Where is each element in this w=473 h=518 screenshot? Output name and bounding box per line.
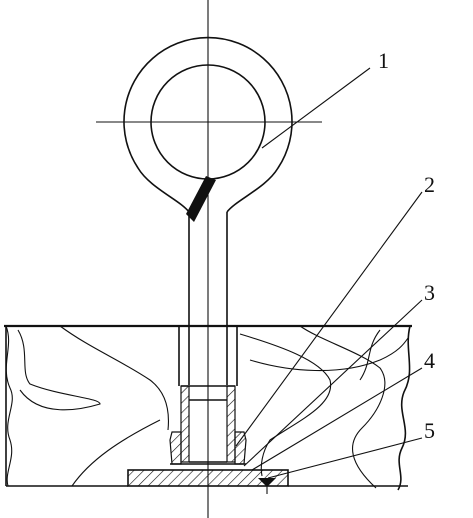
callout-label-3: 3 [424, 280, 435, 305]
leader-3 [243, 299, 423, 467]
threaded-bushing [180, 385, 236, 463]
leader-1 [261, 67, 371, 149]
callout-label-2: 2 [424, 172, 435, 197]
weld-seam [186, 176, 216, 222]
leader-4 [251, 367, 423, 471]
callout-label-1: 1 [378, 48, 389, 73]
bottom-plate [127, 469, 289, 487]
base-body [4, 324, 412, 491]
eyebolt-shank [188, 212, 228, 385]
nut [169, 431, 247, 465]
callout-label-5: 5 [424, 418, 435, 443]
leader-2 [235, 191, 423, 447]
leader-5 [267, 437, 423, 479]
leader-lines [235, 67, 423, 479]
eye-ring [123, 36, 293, 222]
callout-label-4: 4 [424, 348, 435, 373]
